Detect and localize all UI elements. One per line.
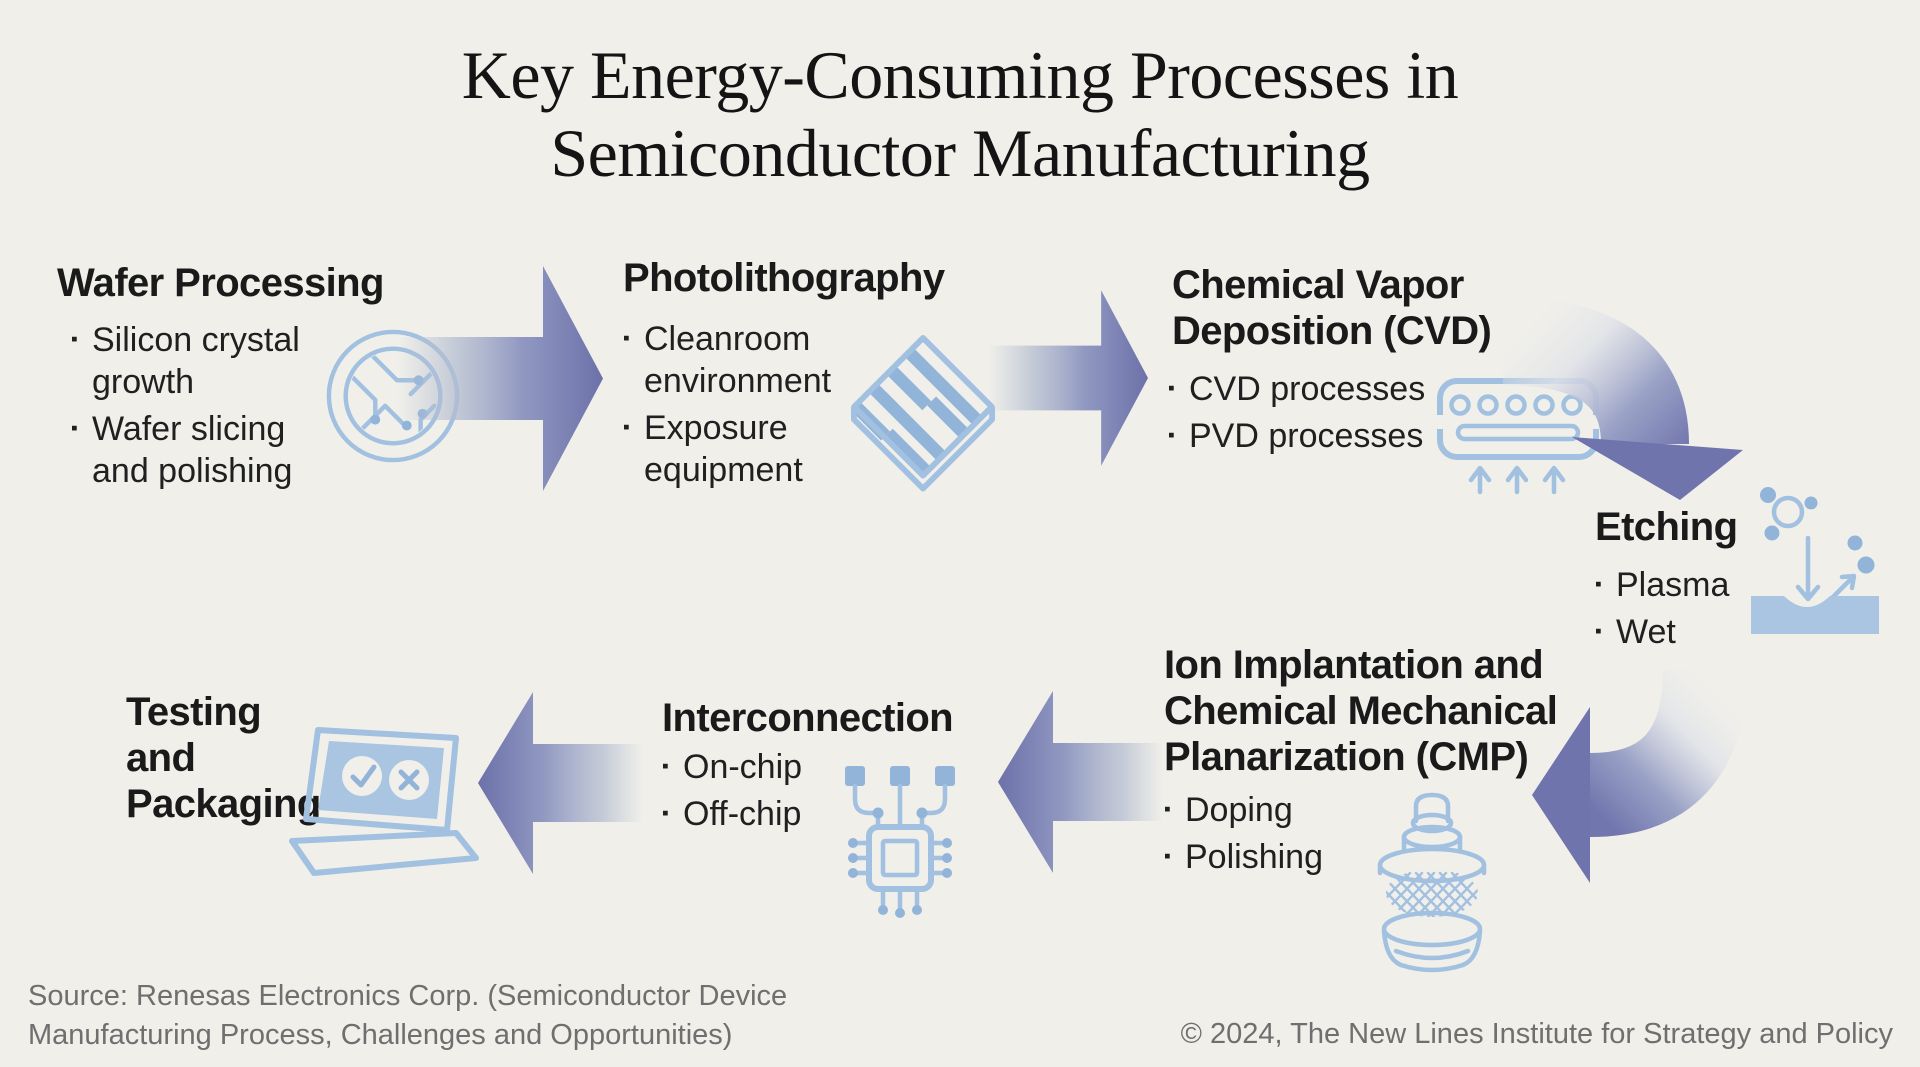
- bullet-list-wafer: ▪ Silicon crystal growth ▪ Wafer slicing…: [57, 319, 300, 497]
- step-heading-cmp: Ion Implantation and Chemical Mechanical…: [1164, 642, 1558, 780]
- step-heading-etching: Etching: [1595, 504, 1738, 550]
- heading-line: Etching: [1595, 505, 1738, 549]
- flow-arrow-right-2: [988, 290, 1148, 466]
- bullet-text: PVD processes: [1189, 415, 1423, 457]
- bullet-text: On-chip: [683, 746, 802, 788]
- bullet-text: Exposure equipment: [644, 407, 803, 491]
- etching-icon: [1751, 487, 1879, 634]
- curved-flow-arrow-down: [1502, 297, 1743, 500]
- bullet-text: Wafer slicing and polishing: [92, 408, 292, 492]
- heading-line: Photolithography: [623, 256, 945, 300]
- bullet-text: Doping: [1185, 789, 1293, 831]
- source-note: Source: Renesas Electronics Corp. (Semic…: [28, 977, 787, 1055]
- step-heading-wafer-processing: Wafer Processing: [57, 260, 384, 306]
- bullet-text-line: CVD processes: [1189, 370, 1426, 408]
- heading-line: Ion Implantation and: [1164, 643, 1544, 687]
- bullet-marker: ▪: [1595, 621, 1602, 642]
- bullet-text-line: growth: [92, 363, 195, 401]
- list-item: ▪ Off-chip: [662, 793, 802, 835]
- step-heading-testing-packaging: Testing and Packaging: [126, 689, 321, 827]
- bullet-marker: ▪: [662, 756, 669, 777]
- bullet-text-line: Off-chip: [683, 795, 802, 833]
- bullet-marker: ▪: [1168, 425, 1175, 446]
- bullet-text: Plasma: [1616, 564, 1729, 606]
- bullet-text: Silicon crystal growth: [92, 319, 300, 403]
- page-title: Key Energy-Consuming Processes in Semico…: [0, 36, 1920, 192]
- list-item: ▪ Plasma: [1595, 564, 1729, 606]
- source-note-line: Source: Renesas Electronics Corp. (Semic…: [28, 980, 788, 1012]
- source-note-line: Manufacturing Process, Challenges and Op…: [28, 1019, 733, 1051]
- bullet-marker: ▪: [71, 418, 78, 439]
- heading-line: Testing: [126, 690, 262, 734]
- bullet-text: CVD processes: [1189, 368, 1425, 410]
- bullet-list-photolithography: ▪ Cleanroom environment ▪ Exposure equip…: [623, 318, 831, 496]
- bullet-text-line: Plasma: [1616, 566, 1730, 604]
- bullet-marker: ▪: [71, 329, 78, 350]
- step-heading-photolithography: Photolithography: [623, 255, 945, 301]
- heading-line: Deposition (CVD): [1172, 309, 1492, 353]
- heading-line: Interconnection: [662, 696, 954, 740]
- list-item: ▪ Polishing: [1164, 836, 1323, 878]
- curved-flow-arrow-left: [1532, 668, 1747, 883]
- bullet-list-interconnection: ▪ On-chip ▪ Off-chip: [662, 746, 802, 840]
- list-item: ▪ On-chip: [662, 746, 802, 788]
- bullet-list-cmp: ▪ Doping ▪ Polishing: [1164, 789, 1323, 883]
- bullet-list-cvd: ▪ CVD processes ▪ PVD processes: [1168, 368, 1425, 462]
- bullet-text: Cleanroom environment: [644, 318, 831, 402]
- bullet-text-line: On-chip: [683, 748, 803, 786]
- heading-line: Chemical Mechanical: [1164, 689, 1558, 733]
- bullet-text-line: Wafer slicing: [92, 410, 286, 448]
- bullet-text-line: Cleanroom: [644, 320, 811, 358]
- page-title-line: Semiconductor Manufacturing: [550, 115, 1370, 191]
- cmp-polisher-icon: [1377, 792, 1487, 973]
- step-heading-interconnection: Interconnection: [662, 695, 954, 741]
- bullet-text-line: PVD processes: [1189, 417, 1424, 455]
- list-item: ▪ Cleanroom environment: [623, 318, 831, 402]
- bullet-text-line: environment: [644, 362, 832, 400]
- bullet-text-line: Doping: [1185, 791, 1293, 829]
- bullet-text-line: Wet: [1616, 613, 1676, 651]
- bullet-text: Polishing: [1185, 836, 1323, 878]
- bullet-list-etching: ▪ Plasma ▪ Wet: [1595, 564, 1729, 658]
- list-item: ▪ PVD processes: [1168, 415, 1425, 457]
- flow-arrow-left-2: [478, 692, 643, 874]
- bullet-marker: ▪: [1168, 378, 1175, 399]
- list-item: ▪ CVD processes: [1168, 368, 1425, 410]
- copyright-note: © 2024, The New Lines Institute for Stra…: [1180, 1018, 1893, 1050]
- bullet-marker: ▪: [1164, 799, 1171, 820]
- bullet-text-line: and polishing: [92, 452, 293, 490]
- bullet-text-line: equipment: [644, 451, 803, 489]
- list-item: ▪ Silicon crystal growth: [71, 319, 300, 403]
- bullet-text-line: Silicon crystal: [92, 321, 300, 359]
- bullet-marker: ▪: [1164, 846, 1171, 867]
- cvd-chamber-icon: [1434, 378, 1603, 495]
- bullet-text-line: Exposure: [644, 409, 788, 447]
- bullet-marker: ▪: [623, 328, 630, 349]
- bullet-marker: ▪: [662, 803, 669, 824]
- laptop-icon: [289, 727, 479, 876]
- bullet-text: Off-chip: [683, 793, 801, 835]
- flow-arrow-right-1: [398, 266, 603, 491]
- heading-line: Planarization (CMP): [1164, 735, 1529, 779]
- list-item: ▪ Doping: [1164, 789, 1323, 831]
- bullet-marker: ▪: [1595, 574, 1602, 595]
- bullet-marker: ▪: [623, 417, 630, 438]
- page-title-line: Key Energy-Consuming Processes in: [461, 37, 1459, 113]
- list-item: ▪ Wafer slicing and polishing: [71, 408, 300, 492]
- heading-line: Packaging: [126, 782, 321, 826]
- bullet-text-line: Polishing: [1185, 838, 1323, 876]
- heading-line: and: [126, 736, 196, 780]
- photomask-icon: [850, 335, 996, 492]
- chip-icon: [845, 766, 955, 918]
- list-item: ▪ Wet: [1595, 611, 1729, 653]
- step-heading-cvd: Chemical Vapor Deposition (CVD): [1172, 262, 1492, 354]
- flow-arrow-left-1: [998, 691, 1163, 873]
- heading-line: Chemical Vapor: [1172, 263, 1464, 307]
- heading-line: Wafer Processing: [57, 261, 384, 305]
- list-item: ▪ Exposure equipment: [623, 407, 831, 491]
- bullet-text: Wet: [1616, 611, 1676, 653]
